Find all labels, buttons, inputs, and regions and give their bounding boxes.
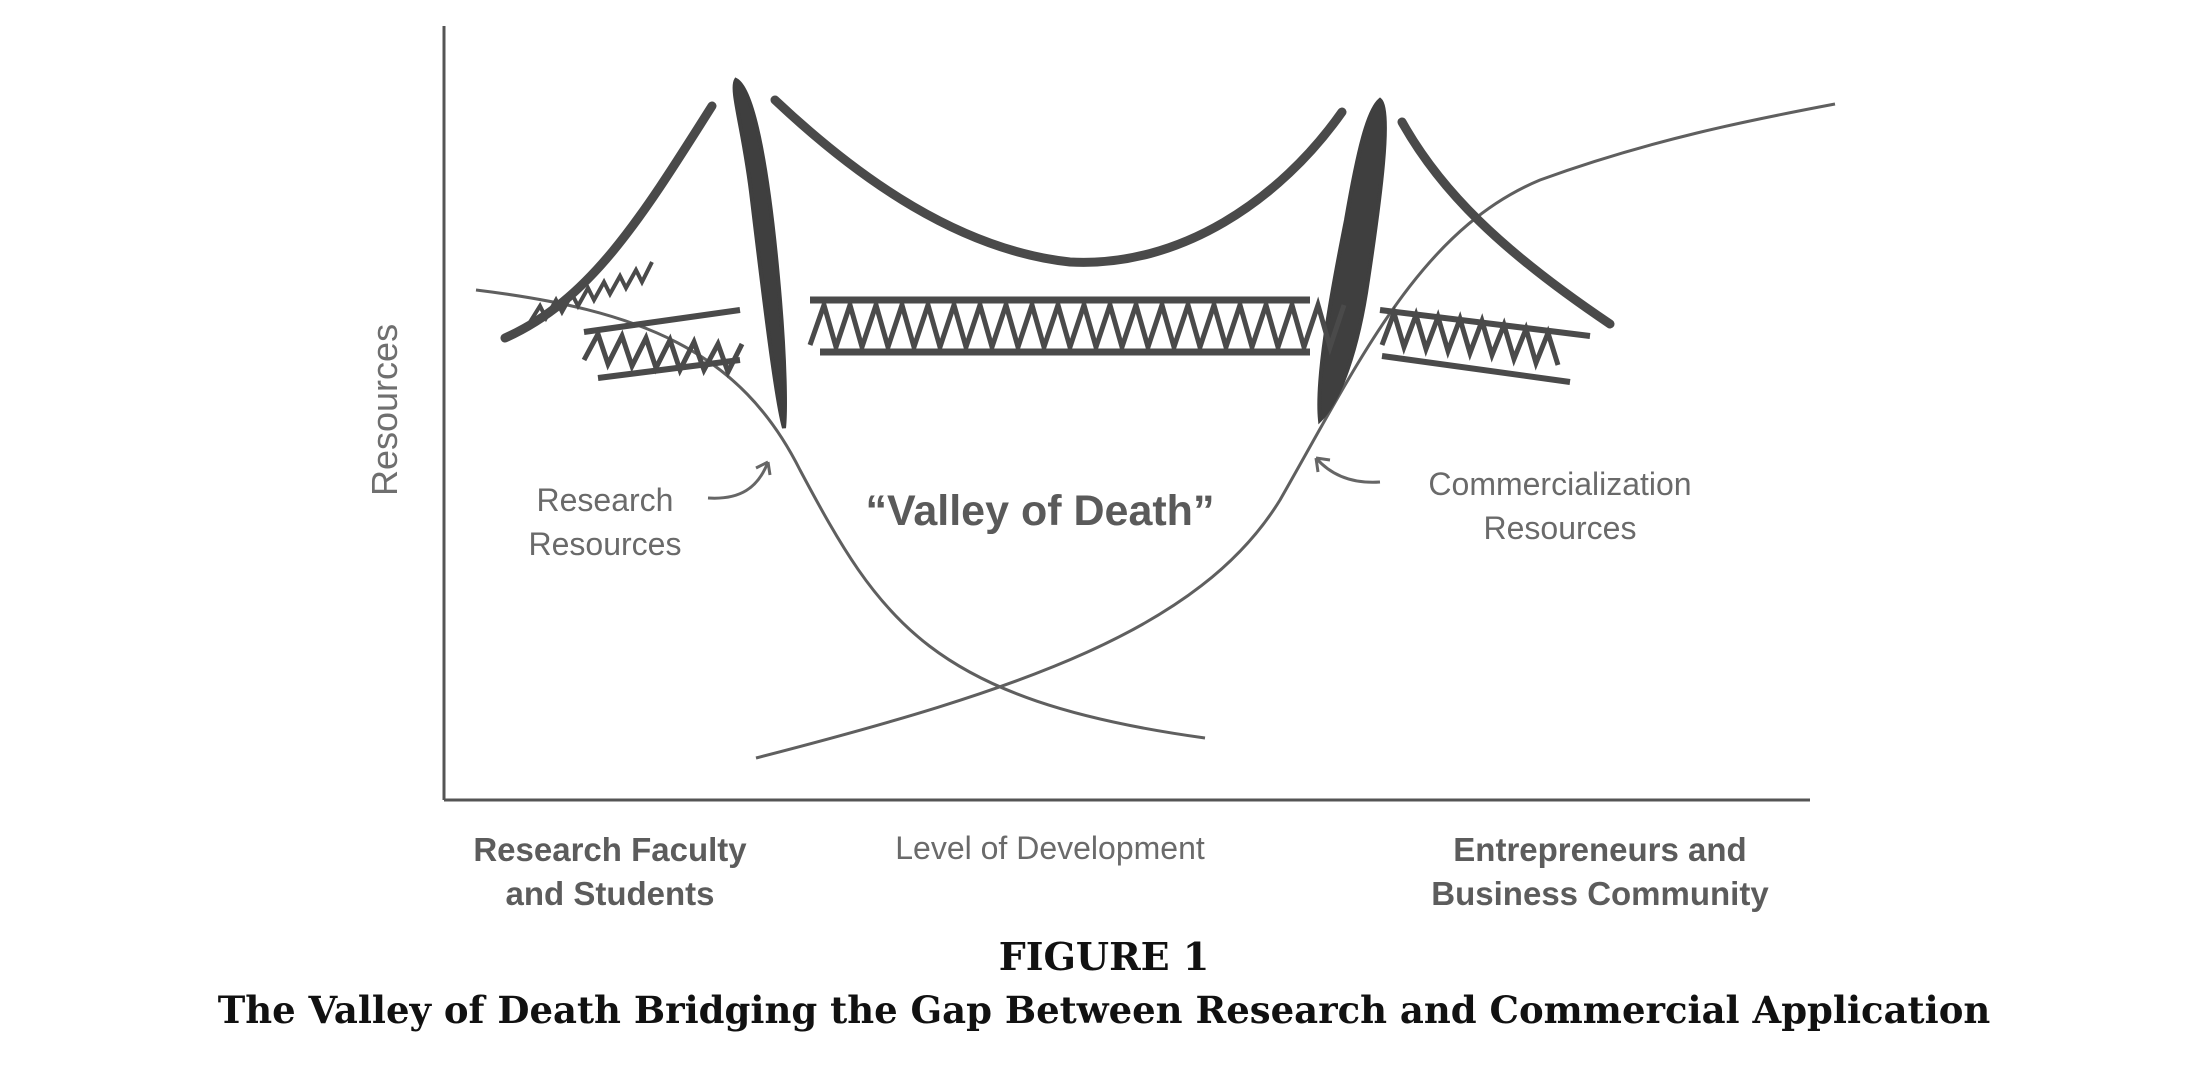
research-resources-curve	[475, 288, 1206, 740]
left-tower	[732, 77, 787, 429]
commercialization-resources-label: Commercialization Resources	[1428, 466, 1692, 546]
valley-of-death-label: “Valley of Death”	[865, 487, 1215, 535]
left-cable	[500, 101, 717, 343]
right-tower	[1317, 97, 1387, 425]
bridge-diagram	[442, 26, 1836, 802]
figure-number: FIGURE 1	[998, 934, 1210, 979]
right-cable	[1397, 117, 1615, 329]
research-faculty-label: Research Faculty and Students	[473, 831, 747, 912]
commercialization-arrow	[1314, 457, 1381, 484]
y-axis-label: Resources	[364, 323, 405, 496]
x-axis-label: Level of Development	[895, 830, 1205, 866]
entrepreneurs-label: Entrepreneurs and Business Community	[1431, 831, 1769, 912]
main-cable	[770, 95, 1347, 267]
research-arrow	[707, 461, 770, 500]
commercialization-resources-curve	[755, 102, 1836, 760]
figure-caption: The Valley of Death Bridging the Gap Bet…	[217, 988, 1991, 1032]
research-resources-label: Research Resources	[528, 482, 682, 562]
main-deck	[807, 296, 1347, 356]
right-deck	[1379, 305, 1591, 385]
left-deck	[581, 307, 745, 381]
